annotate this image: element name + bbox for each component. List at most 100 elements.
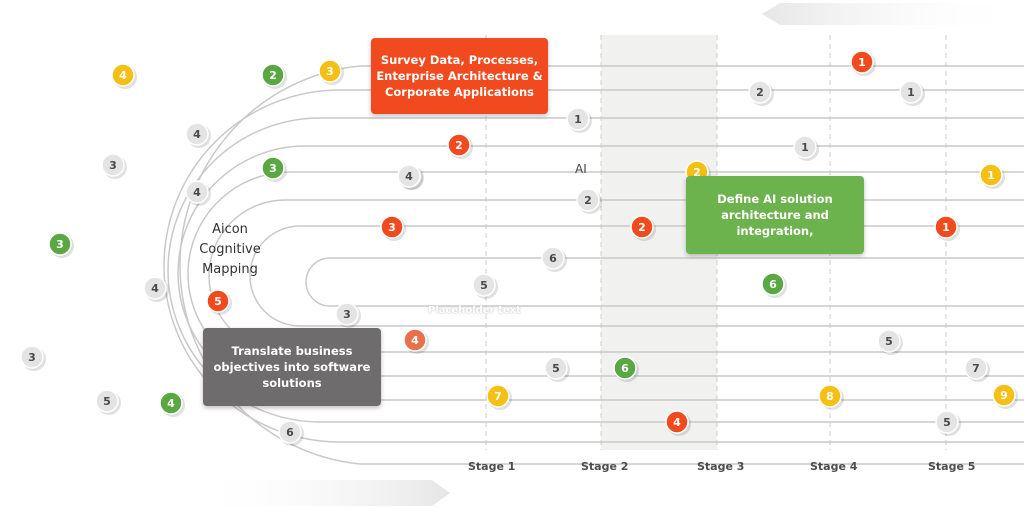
ai-label: AI <box>575 162 587 176</box>
node-layer: 4234334345354623354712652642612181115795… <box>20 50 1018 446</box>
step-node: 9 <box>992 383 1018 409</box>
step-node-circle <box>665 410 689 434</box>
step-node: 4 <box>111 63 137 89</box>
step-node-circle <box>472 273 496 297</box>
step-node-circle <box>101 153 125 177</box>
step-node: 4 <box>403 328 429 354</box>
step-node: 2 <box>261 63 287 89</box>
callout-line: solutions <box>262 376 322 390</box>
step-node-label: 4 <box>151 282 159 295</box>
step-node: 1 <box>899 80 925 106</box>
center-title: Aicon Cognitive Mapping <box>190 220 270 280</box>
step-node: 4 <box>665 410 691 436</box>
step-node-label: 3 <box>388 221 396 234</box>
step-node-circle <box>95 389 119 413</box>
step-node-circle <box>159 391 183 415</box>
step-node-label: 6 <box>286 426 294 439</box>
step-node-circle <box>335 302 359 326</box>
track-2 <box>163 89 1024 443</box>
step-node-label: 3 <box>109 159 117 172</box>
placeholder-text: Placeholder text <box>428 305 521 316</box>
step-node-label: 5 <box>480 279 488 292</box>
step-node-label: 4 <box>673 416 681 429</box>
step-node-label: 3 <box>343 308 351 321</box>
callout-line: Corporate Applications <box>384 85 535 99</box>
stage-label: Stage 1 <box>468 460 516 473</box>
step-node: 1 <box>793 135 819 161</box>
step-node: 2 <box>576 188 602 214</box>
callout-survey-data: Survey Data, Processes, Enterprise Archi… <box>371 38 548 114</box>
step-node-circle <box>111 63 135 87</box>
step-node-label: 3 <box>28 351 36 364</box>
callout-line: Translate business <box>231 344 353 358</box>
step-node-circle <box>979 163 1003 187</box>
callout-line: Enterprise Architecture & <box>376 69 543 83</box>
step-node-label: 3 <box>326 65 334 78</box>
step-node-label: 5 <box>943 416 951 429</box>
step-node: 8 <box>818 384 844 410</box>
step-node-circle <box>143 276 167 300</box>
step-node-label: 5 <box>552 362 560 375</box>
step-node-label: 5 <box>885 335 893 348</box>
stage-label: Stage 5 <box>928 460 976 473</box>
step-node-label: 4 <box>411 334 419 347</box>
step-node-circle <box>261 63 285 87</box>
step-node: 3 <box>261 156 287 182</box>
step-node-label: 1 <box>987 169 995 182</box>
step-node-circle <box>397 164 421 188</box>
track-8 <box>305 257 1024 307</box>
step-node: 1 <box>566 107 592 133</box>
stage-label: Stage 4 <box>810 460 858 473</box>
callout-translate-objectives: Translate business objectives into softw… <box>203 328 381 406</box>
step-node: 6 <box>613 356 639 382</box>
step-node: 2 <box>630 215 656 241</box>
step-node: 2 <box>447 133 473 159</box>
step-node-circle <box>20 345 44 369</box>
step-node-circle <box>206 289 230 313</box>
callout-line: integration, <box>736 224 814 238</box>
step-node-label: 7 <box>494 390 502 403</box>
step-node-label: 4 <box>405 170 413 183</box>
step-node-label: 5 <box>214 295 222 308</box>
step-node: 4 <box>397 164 423 190</box>
step-node-circle <box>576 188 600 212</box>
step-node-label: 2 <box>584 194 592 207</box>
step-node: 3 <box>48 232 74 258</box>
step-node-label: 6 <box>549 252 557 265</box>
step-node: 3 <box>335 302 361 328</box>
step-node-circle <box>278 420 302 444</box>
step-node-label: 4 <box>119 69 127 82</box>
step-node: 4 <box>185 180 211 206</box>
step-node-circle <box>185 180 209 204</box>
step-node-circle <box>761 272 785 296</box>
step-node-circle <box>544 356 568 380</box>
step-node-label: 4 <box>193 186 201 199</box>
callout-line: Define AI solution <box>717 192 833 206</box>
step-node: 4 <box>185 122 211 148</box>
step-node-label: 2 <box>638 221 646 234</box>
step-node-circle <box>793 135 817 159</box>
step-node-circle <box>566 107 590 131</box>
stage-label: Stage 3 <box>697 460 745 473</box>
step-node: 3 <box>101 153 127 179</box>
step-node: 4 <box>143 276 169 302</box>
step-node: 1 <box>934 215 960 241</box>
step-node: 6 <box>278 420 304 446</box>
step-node: 5 <box>544 356 570 382</box>
step-node-label: 1 <box>858 56 866 69</box>
step-node: 3 <box>318 59 344 85</box>
step-node-circle <box>877 329 901 353</box>
step-node: 5 <box>877 329 903 355</box>
step-node: 6 <box>761 272 787 298</box>
bottom-arrow-shape <box>188 480 450 506</box>
step-node-label: 3 <box>56 238 64 251</box>
track-7 <box>249 225 1024 327</box>
step-node-circle <box>261 156 285 180</box>
step-node-circle <box>935 410 959 434</box>
step-node-label: 9 <box>1000 389 1008 402</box>
step-node-label: 1 <box>574 113 582 126</box>
stage-label: Stage 2 <box>581 460 629 473</box>
step-node: 1 <box>850 50 876 76</box>
step-node-circle <box>630 215 654 239</box>
center-title-line: Mapping <box>202 262 258 277</box>
